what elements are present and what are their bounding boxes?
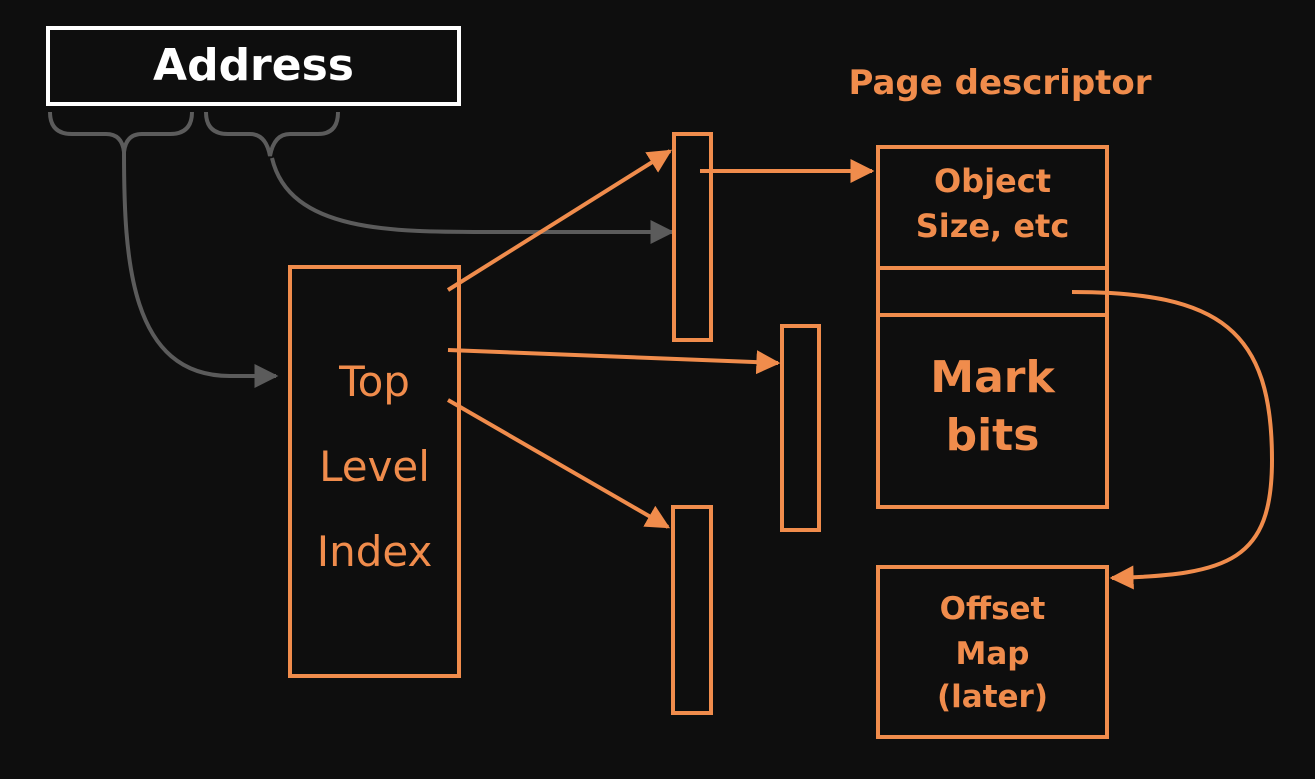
page-descriptor-title: Page descriptor (848, 63, 1152, 103)
connector-brace-to-index (122, 151, 279, 388)
second-level-table-top (672, 132, 713, 342)
arrow-index-to-bottom-table (447, 398, 671, 529)
top-level-index-label-line-2: Level (319, 442, 430, 491)
address-label: Address (153, 40, 354, 91)
mark-bits-label-line-1: Mark (930, 352, 1055, 403)
top-level-index-label-line-3: Index (316, 527, 433, 576)
top-level-index-label-line-1: Top (339, 357, 410, 406)
arrow-index-to-middle-table (447, 348, 781, 375)
page-descriptor-box (876, 145, 1109, 509)
second-level-table-bottom (671, 505, 713, 715)
offset-map-box (876, 565, 1109, 739)
offset-map-label-line-1: Offset (939, 591, 1046, 627)
object-size-label-line-2: Size, etc (915, 207, 1070, 245)
arrow-index-to-top-table (446, 149, 673, 292)
offset-map-label-line-2: Map (955, 636, 1030, 672)
address-box (46, 26, 461, 106)
mark-bits-label-line-2: bits (945, 410, 1040, 461)
brace-right (204, 111, 340, 157)
offset-map-label-line-3: (later) (936, 679, 1048, 715)
object-size-label-line-1: Object (933, 162, 1052, 200)
brace-left (48, 111, 194, 153)
second-level-table-middle (780, 324, 821, 532)
top-level-index-box (288, 265, 461, 678)
arrow-descriptor-to-offset-map (1071, 290, 1275, 590)
connector-brace-to-second-level (270, 157, 675, 244)
